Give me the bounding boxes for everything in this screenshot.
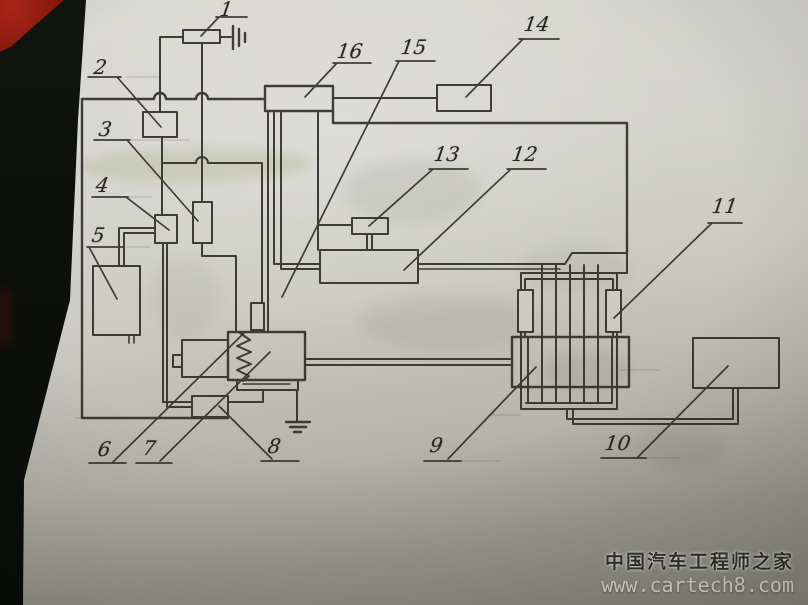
watermark-chinese: 中国汽车工程师之家 xyxy=(604,551,794,574)
label-5: 5 xyxy=(90,223,107,247)
label-9: 9 xyxy=(428,433,445,457)
label-14: 14 xyxy=(522,12,552,36)
ground-symbol-relay xyxy=(284,389,312,434)
label-8: 8 xyxy=(266,434,283,458)
label-10: 10 xyxy=(603,431,633,455)
component-2-box xyxy=(142,111,178,216)
red-reflection xyxy=(0,290,10,345)
brush-left xyxy=(517,289,534,333)
component-12-box xyxy=(319,249,628,284)
component-1-resistor xyxy=(159,29,221,203)
component-4-box xyxy=(118,214,193,408)
label-3: 3 xyxy=(97,117,114,141)
relay-assembly xyxy=(172,302,307,418)
label-7: 7 xyxy=(141,436,158,460)
label-16: 16 xyxy=(335,39,365,63)
harness-wires xyxy=(267,109,629,333)
label-4: 4 xyxy=(94,173,111,197)
label-13: 13 xyxy=(432,142,462,166)
component-5-battery-box xyxy=(92,265,141,344)
watermark: 中国汽车工程师之家 www.cartech8.com xyxy=(601,551,794,597)
brush-right xyxy=(605,289,622,333)
component-10-box xyxy=(566,337,780,425)
label-15: 15 xyxy=(399,35,429,59)
ground-symbol-top xyxy=(219,24,247,51)
component-16-box xyxy=(263,84,335,113)
component-3-box xyxy=(192,201,237,333)
spring-coil xyxy=(236,332,252,382)
component-13-box xyxy=(351,217,389,251)
pencil-guides xyxy=(74,76,681,462)
label-6: 6 xyxy=(96,437,113,461)
leader-lines xyxy=(86,16,743,464)
watermark-url: www.cartech8.com xyxy=(601,573,794,597)
crossover-wire xyxy=(162,156,263,304)
relay-motor-wire xyxy=(304,358,513,366)
motor-assembly xyxy=(510,252,631,410)
label-12: 12 xyxy=(510,142,540,166)
label-1: 1 xyxy=(218,0,235,21)
label-11: 11 xyxy=(710,194,740,218)
component-14-box xyxy=(332,84,492,112)
label-2: 2 xyxy=(92,55,109,79)
